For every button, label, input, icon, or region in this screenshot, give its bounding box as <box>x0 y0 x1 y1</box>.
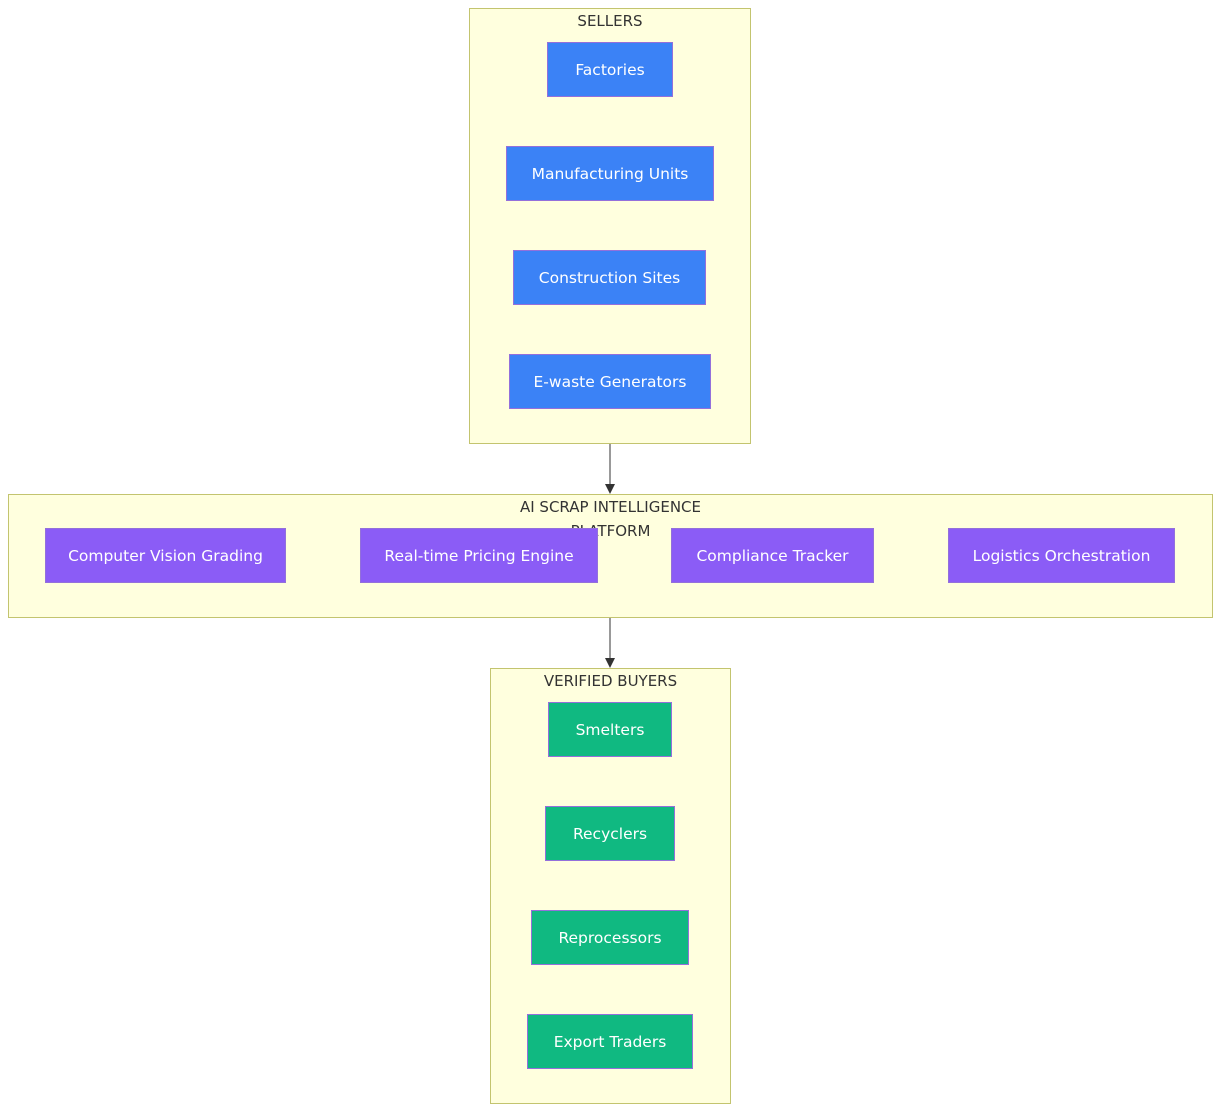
buyer-smelters[interactable]: Smelters <box>548 702 672 757</box>
seller-factories[interactable]: Factories <box>547 42 673 97</box>
platform-title-line1: AI SCRAP INTELLIGENCE <box>519 498 702 516</box>
seller-construction-sites[interactable]: Construction Sites <box>513 250 706 305</box>
platform-logistics-orchestration[interactable]: Logistics Orchestration <box>948 528 1175 583</box>
sellers-title: SELLERS <box>577 12 643 30</box>
buyers-title: VERIFIED BUYERS <box>543 672 678 690</box>
seller-manufacturing-units[interactable]: Manufacturing Units <box>506 146 714 201</box>
buyer-reprocessors[interactable]: Reprocessors <box>531 910 689 965</box>
platform-computer-vision-grading[interactable]: Computer Vision Grading <box>45 528 286 583</box>
platform-real-time-pricing-engine[interactable]: Real-time Pricing Engine <box>360 528 598 583</box>
seller-e-waste-generators[interactable]: E-waste Generators <box>509 354 711 409</box>
buyer-recyclers[interactable]: Recyclers <box>545 806 675 861</box>
platform-compliance-tracker[interactable]: Compliance Tracker <box>671 528 874 583</box>
buyer-export-traders[interactable]: Export Traders <box>527 1014 693 1069</box>
